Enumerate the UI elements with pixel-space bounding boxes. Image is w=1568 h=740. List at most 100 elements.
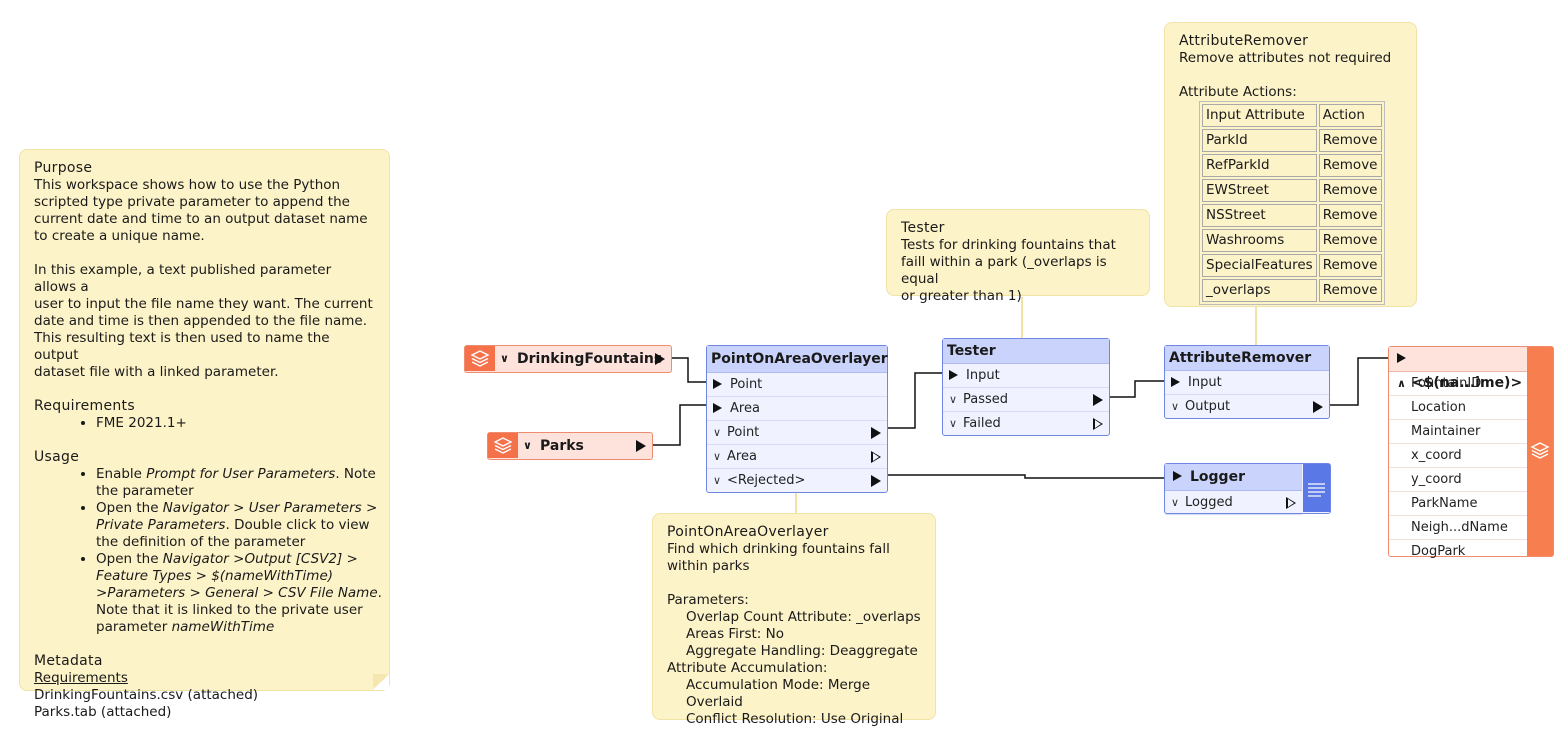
wire-passed-to-remover (1105, 380, 1171, 398)
usage-heading: Usage (34, 449, 80, 465)
transformer-title: AttributeRemover (1165, 346, 1329, 371)
purpose-line: current date and time to an output datas… (34, 211, 368, 227)
table-header-cell: Input Attribute (1202, 104, 1317, 127)
table-cell: EWStreet (1202, 179, 1317, 202)
output-port-output[interactable]: ∨Output (1165, 395, 1329, 418)
chevron-down-icon: ∨ (713, 474, 722, 487)
overlayer-note-line: within parks (667, 558, 750, 574)
overlayer-params-label: Parameters: (667, 592, 749, 608)
writer-header[interactable]: ∧<$(na...ime)> (1389, 347, 1527, 391)
chevron-down-icon[interactable]: ∨ (523, 439, 532, 452)
tester-annotation-connector (1021, 297, 1023, 339)
overlayer-annotation[interactable]: PointOnAreaOverlayer Find which drinking… (652, 513, 936, 727)
overlayer-param: Areas First: No (686, 626, 785, 642)
writer-attribute: Maintainer (1389, 420, 1527, 444)
output-port-passed[interactable]: ∨Passed (943, 388, 1109, 412)
chevron-down-icon: ∨ (949, 393, 958, 406)
remover-annotation[interactable]: AttributeRemover Remove attributes not r… (1164, 22, 1417, 307)
input-port-area[interactable]: Area (707, 397, 887, 421)
writer-attribute: x_coord (1389, 444, 1527, 468)
metadata-line: DrinkingFountains.csv (attached) (34, 687, 259, 703)
output-port-logged[interactable]: ∨Logged (1165, 491, 1302, 515)
requirements-list: FME 2021.1+ (34, 415, 375, 432)
usage-item: Open the Navigator > User Parameters > P… (96, 500, 396, 551)
writer-side-bar (1527, 347, 1553, 556)
layers-icon (1530, 442, 1550, 459)
table-cell: ParkId (1202, 129, 1317, 152)
chevron-down-icon[interactable]: ∨ (500, 352, 509, 365)
overlayer-note-line: Find which drinking fountains fall (667, 541, 890, 557)
overlayer-annotation-connector (795, 486, 797, 514)
transformer-title: Tester (943, 339, 1109, 364)
output-port-arrow[interactable] (655, 353, 665, 365)
note-fold-corner (373, 674, 389, 690)
table-cell: _overlaps (1202, 279, 1317, 302)
output-port-rejected[interactable]: ∨<Rejected> (707, 469, 887, 492)
writer-attribute: DogPark (1411, 544, 1466, 559)
metadata-subheading: Requirements (34, 670, 128, 686)
purpose-line: This resulting text is then used to name… (34, 330, 330, 363)
output-port-failed[interactable]: ∨Failed (943, 412, 1109, 435)
tester-annotation[interactable]: Tester Tests for drinking fountains that… (886, 209, 1150, 304)
output-port-point[interactable]: ∨Point (707, 421, 887, 445)
input-port-input[interactable]: Input (943, 364, 1109, 388)
logger-log-icon (1303, 464, 1330, 512)
purpose-line: to create a unique name. (34, 228, 205, 244)
reader-drinking-fountains[interactable]: ∨ DrinkingFountains (464, 345, 672, 373)
wire-rejected-to-logger (885, 474, 1178, 479)
input-arrow-icon (713, 402, 722, 413)
wire-point-to-tester (885, 372, 947, 429)
requirements-heading: Requirements (34, 398, 135, 414)
unconnected-output-icon (1093, 418, 1103, 430)
output-arrow-icon (871, 475, 881, 487)
writer-attribute: Neigh...dName (1389, 516, 1527, 540)
table-cell: Washrooms (1202, 229, 1317, 252)
purpose-line: In this example, a text published parame… (34, 262, 332, 295)
overlayer-note-heading: PointOnAreaOverlayer (667, 524, 829, 540)
unconnected-output-icon (1286, 497, 1296, 509)
output-port-area[interactable]: ∨Area (707, 445, 887, 469)
transformer-tester[interactable]: Tester Input ∨Passed ∨Failed (942, 338, 1110, 436)
transformer-point-on-area-overlayer[interactable]: PointOnAreaOverlayer Point Area ∨Point ∨… (706, 345, 888, 493)
input-port-point[interactable]: Point (707, 373, 887, 397)
tester-note-line: or greater than 1) (901, 288, 1022, 304)
table-cell: NSStreet (1202, 204, 1317, 227)
table-cell: Remove (1318, 229, 1382, 252)
transformer-attribute-remover[interactable]: AttributeRemover Input ∨Output (1164, 345, 1330, 419)
output-arrow-icon (871, 427, 881, 439)
input-arrow-icon (1397, 353, 1406, 363)
remover-note-heading: AttributeRemover (1179, 33, 1309, 49)
reader-parks[interactable]: ∨ Parks (487, 432, 653, 460)
purpose-annotation[interactable]: Purpose This workspace shows how to use … (19, 149, 390, 720)
remover-note-subtitle: Remove attributes not required (1179, 50, 1392, 66)
requirement-item: FME 2021.1+ (96, 415, 375, 432)
table-cell: Remove (1318, 179, 1382, 202)
input-arrow-icon (713, 378, 722, 389)
overlayer-param: Aggregate Handling: Deaggregate (686, 643, 918, 659)
table-cell: Remove (1318, 129, 1382, 152)
chevron-down-icon: ∨ (1171, 400, 1180, 413)
writer-attribute: FountainID (1389, 372, 1527, 396)
reader-label: Parks (540, 438, 584, 454)
table-cell: SpecialFeatures (1202, 254, 1317, 277)
output-arrow-icon (1093, 394, 1103, 406)
output-port-arrow[interactable] (636, 440, 646, 452)
output-arrow-icon (1313, 401, 1323, 413)
table-cell: Remove (1318, 154, 1382, 177)
chevron-down-icon: ∨ (713, 426, 722, 439)
table-cell: Remove (1318, 279, 1382, 302)
wire-parks-to-area (650, 404, 712, 446)
transformer-logger[interactable]: Logger ∨Logged (1164, 463, 1331, 515)
purpose-line: dataset file with a linked parameter. (34, 364, 279, 380)
input-arrow-icon (949, 369, 958, 380)
usage-list: Enable Prompt for User Parameters. Note … (34, 466, 396, 636)
input-port-input[interactable]: Input (1165, 371, 1329, 395)
writer-feature-type[interactable]: ∧<$(na...ime)> FountainID Location Maint… (1388, 346, 1554, 559)
layers-icon (488, 433, 518, 458)
table-header-row: Input Attribute Action (1202, 104, 1382, 127)
table-header-cell: Action (1318, 104, 1382, 127)
